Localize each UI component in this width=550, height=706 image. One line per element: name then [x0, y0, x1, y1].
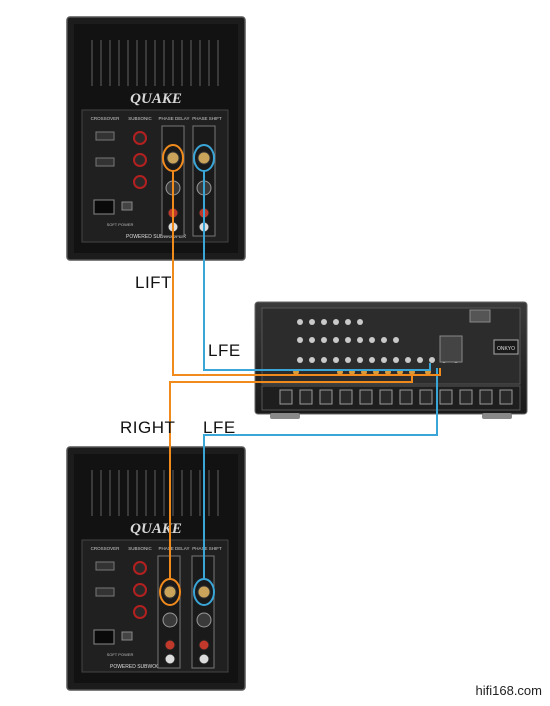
- label-lfe-bottom: LFE: [203, 418, 236, 437]
- speaker-terminals[interactable]: [279, 389, 513, 405]
- left-cable-run: [173, 368, 441, 376]
- phase-delay-label: PHASE DELAY: [159, 546, 190, 551]
- power-switch[interactable]: [121, 201, 133, 211]
- crossover-label: CROSSOVER: [91, 546, 121, 551]
- brand-logo: QUAKE: [130, 91, 182, 107]
- control-knobs[interactable]: [95, 561, 147, 619]
- right-cable: [169, 375, 413, 579]
- label-right: RIGHT: [120, 418, 176, 437]
- lfe-cable-bottom: [203, 368, 438, 579]
- phase-delay-label: PHASE DELAY: [159, 116, 190, 121]
- rca-input-lfe[interactable]: [197, 585, 211, 599]
- control-knobs[interactable]: [95, 131, 147, 189]
- xlr-input-right[interactable]: [162, 612, 178, 628]
- rca-input-left[interactable]: [166, 151, 180, 165]
- rear-panel-jacks[interactable]: [297, 319, 459, 363]
- power-switch[interactable]: [121, 631, 133, 641]
- subwoofer-top: QUAKE CROSSOVER SUBSONIC PHASE DELAY PHA…: [66, 16, 246, 261]
- cables: [169, 171, 441, 579]
- phase-shift-label: PHASE SHIFT: [192, 546, 222, 551]
- speaker-terminal-white[interactable]: [198, 653, 210, 665]
- speaker-terminal-white[interactable]: [164, 653, 176, 665]
- model-label: POWERED SUBWOOFER: [110, 664, 170, 670]
- label-lift: LIFT: [135, 273, 172, 292]
- heatsink-vents: [91, 40, 219, 86]
- power-inlet[interactable]: [93, 199, 115, 215]
- soft-power-label: SOFT POWER: [107, 222, 134, 227]
- soft-power-label: SOFT POWER: [107, 652, 134, 657]
- subwoofer-bottom: QUAKE CROSSOVER SUBSONIC PHASE DELAY PHA…: [66, 446, 246, 691]
- model-label: POWERED SUBWOOFER: [126, 234, 186, 240]
- rca-input-lfe[interactable]: [197, 151, 211, 165]
- subsonic-label: SUBSONIC: [128, 546, 152, 551]
- crossover-label: CROSSOVER: [91, 116, 121, 121]
- speaker-terminal-red[interactable]: [164, 639, 176, 651]
- subsonic-label: SUBSONIC: [128, 116, 152, 121]
- av-receiver: ONKYO: [254, 301, 528, 419]
- vga-port[interactable]: [469, 309, 491, 323]
- phase-shift-label: PHASE SHIFT: [192, 116, 222, 121]
- power-inlet[interactable]: [93, 629, 115, 645]
- receiver-brand: ONKYO: [497, 346, 515, 352]
- lfe-cable-top: [203, 171, 431, 371]
- watermark: hifi168.com: [475, 683, 542, 698]
- brand-logo: QUAKE: [130, 521, 182, 537]
- heatsink-vents: [91, 470, 219, 516]
- xlr-input-lfe[interactable]: [196, 612, 212, 628]
- rca-input-right[interactable]: [163, 585, 177, 599]
- speaker-terminal-red[interactable]: [198, 639, 210, 651]
- label-lfe-top: LFE: [208, 341, 241, 360]
